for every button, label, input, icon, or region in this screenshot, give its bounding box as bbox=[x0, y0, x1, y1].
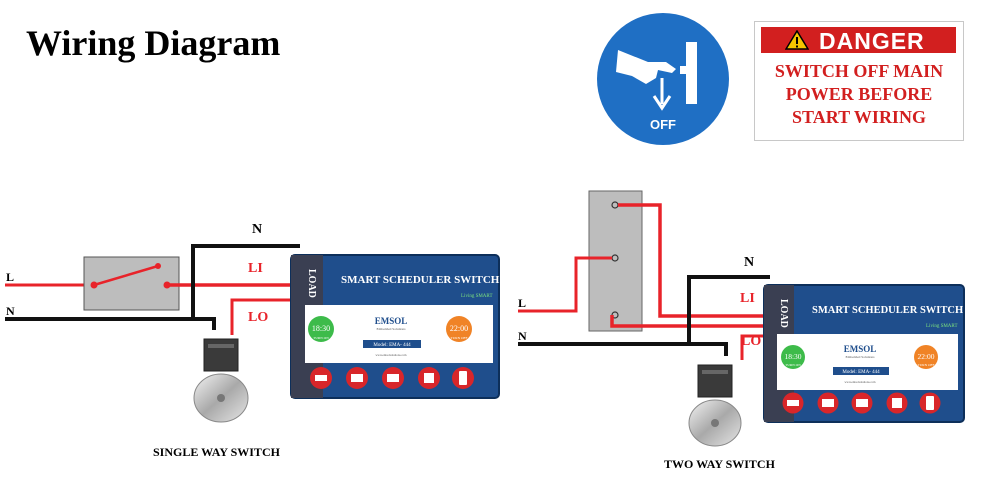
device-brand-sub: Embedded Solutions bbox=[376, 327, 406, 331]
traveler-wire-bottom bbox=[610, 315, 770, 328]
neutral-wire-left bbox=[5, 317, 216, 330]
device-brand-sub: Embedded Solutions bbox=[845, 355, 875, 359]
bell-load-right bbox=[688, 364, 742, 447]
timer-on-badge bbox=[308, 316, 334, 342]
bell-body bbox=[697, 364, 733, 398]
scheduler-device-right: LOAD SMART SCHEDULER SWITCH Living SMART… bbox=[763, 284, 965, 423]
hand-pressing-switch-icon bbox=[616, 42, 697, 111]
timer-off-badge bbox=[446, 316, 472, 342]
label-n-out-right: N bbox=[744, 255, 754, 270]
down-arrow-icon bbox=[652, 95, 672, 111]
device-title: SMART SCHEDULER SWITCH bbox=[341, 274, 500, 286]
label-lo-right: LO bbox=[741, 334, 761, 349]
device-brand: EMSOL bbox=[844, 344, 877, 354]
time-off-sub: TURN OFF bbox=[918, 363, 935, 367]
device-title: SMART SCHEDULER SWITCH bbox=[812, 305, 963, 316]
device-url: www.emsolsolutions.com bbox=[376, 353, 408, 357]
device-icon-row bbox=[310, 367, 474, 389]
device-model: Model: EMA- 444 bbox=[373, 343, 411, 348]
neutral-to-device-left bbox=[191, 244, 300, 319]
label-l-left: L bbox=[6, 270, 14, 284]
switch-button bbox=[680, 66, 686, 74]
device-brand: EMSOL bbox=[375, 316, 408, 326]
device-side-label: LOAD bbox=[306, 269, 317, 298]
page-title: Wiring Diagram bbox=[26, 23, 281, 63]
two-way-switch-box bbox=[588, 190, 643, 332]
danger-header: DANGER bbox=[761, 27, 956, 54]
neutral-wire-right bbox=[518, 342, 728, 356]
time-on: 18:30 bbox=[312, 324, 330, 333]
label-li-left: LI bbox=[248, 261, 263, 276]
caption-single-way: SINGLE WAY SWITCH bbox=[153, 445, 280, 459]
device-icon-row bbox=[782, 392, 941, 414]
live-wire-right bbox=[518, 256, 612, 313]
time-on-sub: TURN ON bbox=[313, 336, 329, 340]
time-on-sub: TURN ON bbox=[785, 363, 801, 367]
caption-two-way: TWO WAY SWITCH bbox=[664, 457, 775, 471]
timer-off-badge bbox=[914, 345, 938, 369]
time-off-sub: TURN OFF bbox=[451, 336, 468, 340]
danger-sign: DANGER SWITCH OFF MAIN POWER BEFORE STAR… bbox=[754, 21, 964, 141]
bell-load-left bbox=[193, 338, 249, 423]
device-side-label: LOAD bbox=[778, 299, 789, 328]
wall-switch-plate bbox=[686, 42, 697, 104]
label-li-right: LI bbox=[740, 291, 755, 306]
single-way-diagram: L N N LI LO bbox=[5, 222, 300, 423]
label-n-in-left: N bbox=[6, 304, 15, 318]
danger-line-2: POWER BEFORE bbox=[785, 84, 933, 104]
danger-title: DANGER bbox=[819, 28, 925, 54]
label-n-out-left: N bbox=[252, 222, 262, 237]
off-label: OFF bbox=[650, 117, 676, 132]
scheduler-device-left: LOAD SMART SCHEDULER SWITCH Living SMART… bbox=[290, 254, 500, 399]
time-off: 22:00 bbox=[917, 352, 934, 361]
neutral-to-device-right bbox=[687, 275, 770, 344]
device-tag: Living SMART bbox=[461, 294, 493, 299]
device-tag: Living SMART bbox=[926, 324, 958, 329]
switch-off-sign: OFF bbox=[597, 13, 729, 145]
device-url: www.emsolsolutions.com bbox=[845, 380, 877, 384]
traveler-wire-top bbox=[618, 203, 770, 318]
time-on: 18:30 bbox=[784, 352, 801, 361]
hand-shape bbox=[616, 50, 676, 84]
label-lo-left: LO bbox=[248, 310, 268, 325]
warning-triangle-icon bbox=[785, 30, 809, 50]
two-way-diagram: L N N LI LO bbox=[518, 190, 770, 447]
timer-on-badge bbox=[781, 345, 805, 369]
device-model: Model: EMA- 444 bbox=[842, 370, 880, 375]
label-l-right: L bbox=[518, 296, 526, 310]
time-off: 22:00 bbox=[450, 324, 468, 333]
danger-line-3: START WIRING bbox=[792, 107, 926, 127]
bell-body bbox=[203, 338, 239, 372]
load-wire-right bbox=[740, 334, 770, 360]
danger-line-1: SWITCH OFF MAIN bbox=[774, 61, 944, 81]
danger-message: SWITCH OFF MAIN POWER BEFORE START WIRIN… bbox=[755, 60, 963, 129]
label-n-in-right: N bbox=[518, 329, 527, 343]
switch-lever bbox=[93, 264, 159, 287]
load-wire-left bbox=[230, 298, 300, 335]
